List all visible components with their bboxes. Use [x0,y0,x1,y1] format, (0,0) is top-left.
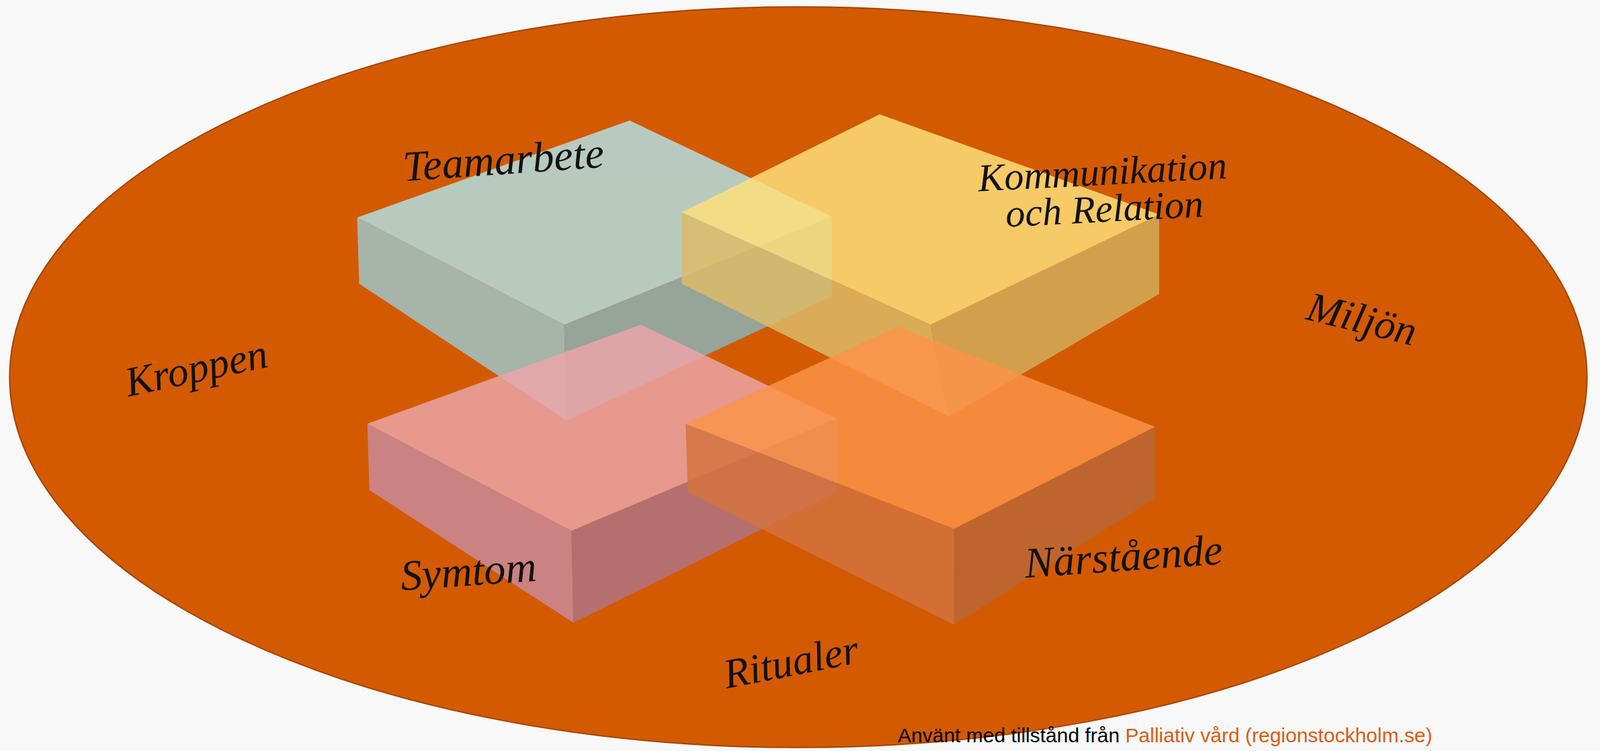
credit-text: Använt med tillstånd från [897,723,1120,746]
topic-label: Närstående [1023,528,1225,585]
slab-shape [678,319,1231,632]
ellipse-region: KroppenMiljönRitualerTeamarbeteKommunika… [8,5,1589,749]
credit-line: Använt med tillstånd frånPalliativ vård … [897,723,1433,748]
topic-label: Symtom [399,544,539,598]
credit-link: Palliativ vård (regionstockholm.se) [1125,723,1433,746]
topic-block: Närstående [678,319,1231,632]
topic-label: Kommunikation och Relation [977,146,1230,234]
